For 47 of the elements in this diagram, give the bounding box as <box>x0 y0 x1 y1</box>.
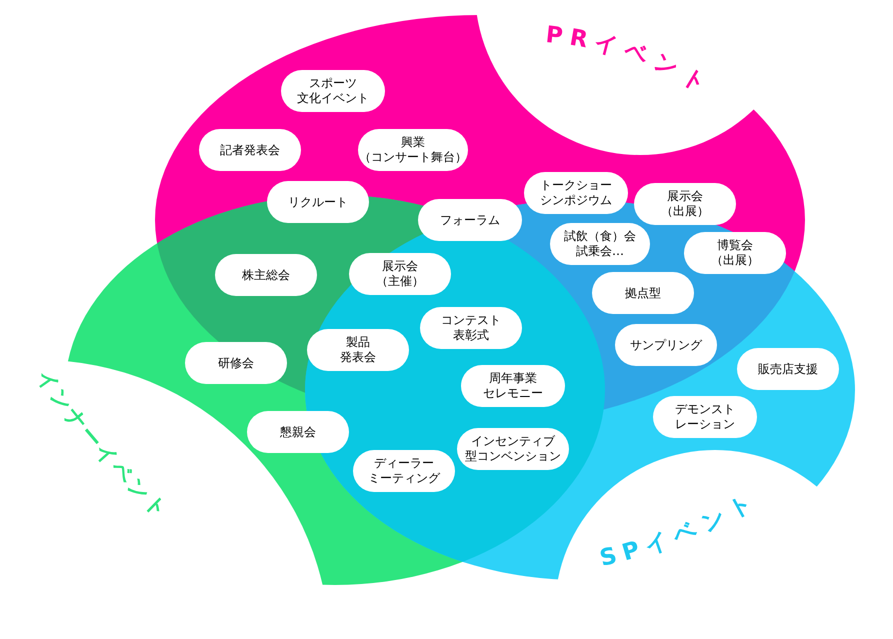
event-label: 展示会（主催） <box>376 259 424 289</box>
event-label: リクルート <box>288 194 348 210</box>
event-pill <box>353 450 455 492</box>
event-label: フォーラム <box>440 212 500 228</box>
region-title: SPイベント <box>597 486 764 572</box>
event-pill <box>550 223 650 265</box>
event-label: 展示会（出展） <box>661 189 709 219</box>
event-pill <box>461 365 565 407</box>
event-label: 懇親会 <box>280 424 316 440</box>
event-label: 株主総会 <box>242 268 290 282</box>
event-pill <box>215 254 317 296</box>
event-label: 試飲（食）会試乗会… <box>564 229 636 259</box>
event-label: スポーツ文化イベント <box>297 76 369 106</box>
event-pill <box>684 232 786 274</box>
event-label: 周年事業セレモニー <box>483 371 543 401</box>
event-label: 記者発表会 <box>220 142 280 158</box>
event-label: 製品発表会 <box>340 335 376 365</box>
event-label: 研修会 <box>218 356 254 370</box>
region-title: インナーイベント <box>32 365 174 524</box>
event-pill <box>307 329 409 371</box>
event-pill <box>199 129 301 171</box>
event-label: 販売店支援 <box>758 362 818 376</box>
event-label: コンテスト表彰式 <box>441 313 501 343</box>
event-label: インセンティブ型コンベンション <box>465 434 561 464</box>
event-pill <box>247 411 349 453</box>
event-pill <box>615 324 717 366</box>
event-pill <box>281 70 385 112</box>
event-pill <box>358 129 468 171</box>
event-pill <box>349 253 451 295</box>
event-pill <box>420 307 522 349</box>
event-label: サンプリング <box>630 338 702 352</box>
event-pill <box>524 172 628 214</box>
event-label: 興業（コンサート舞台） <box>359 135 467 165</box>
event-label: トークショーシンポジウム <box>540 178 612 208</box>
event-pill <box>592 272 694 314</box>
event-pill <box>457 428 569 470</box>
event-label: 拠点型 <box>625 286 661 300</box>
region-title: PRイベント <box>544 22 718 102</box>
event-pill <box>653 396 757 438</box>
event-label: ディーラーミーティング <box>368 456 440 486</box>
event-label: 博覧会（出展） <box>711 238 759 268</box>
event-label: デモンストレーション <box>675 402 735 432</box>
event-pill <box>267 181 369 223</box>
event-pill <box>185 342 287 384</box>
event-pill <box>634 183 736 225</box>
event-pill <box>737 348 839 390</box>
event-pill <box>418 199 522 241</box>
